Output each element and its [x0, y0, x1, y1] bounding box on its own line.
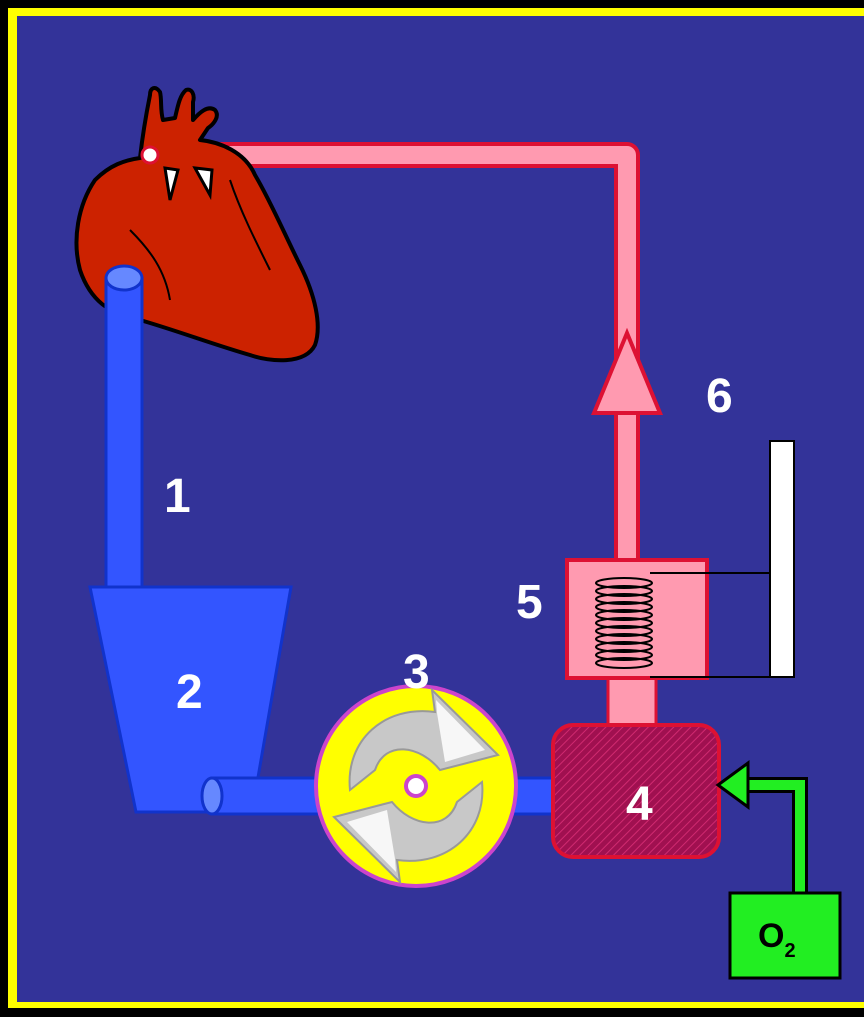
heater-cooler-unit	[769, 440, 795, 678]
heat-exchanger	[565, 558, 770, 680]
reservoir-to-pump-tube	[200, 776, 334, 816]
venous-drainage-line	[104, 264, 144, 595]
oxygen-supply-line	[715, 760, 808, 895]
label-heat-exchanger: 5	[516, 576, 543, 629]
flow-arrow-up	[591, 327, 663, 415]
arterial-return-line	[150, 142, 640, 560]
roller-pump	[314, 684, 518, 888]
label-venous-line: 1	[164, 470, 191, 523]
oxygenator	[551, 723, 721, 859]
oxygen-label: O2	[758, 917, 796, 962]
arterial-cannula-tip	[140, 145, 160, 165]
oxygen-subscript: 2	[784, 940, 795, 962]
label-oxygenator: 4	[626, 778, 653, 831]
label-arterial-filter: 6	[706, 370, 733, 423]
oxygenator-to-exchanger-connector	[606, 674, 658, 730]
oxygen-source-box	[728, 891, 842, 980]
oxygen-symbol: O	[758, 917, 784, 955]
label-reservoir: 2	[176, 666, 203, 719]
label-pump: 3	[403, 646, 430, 699]
